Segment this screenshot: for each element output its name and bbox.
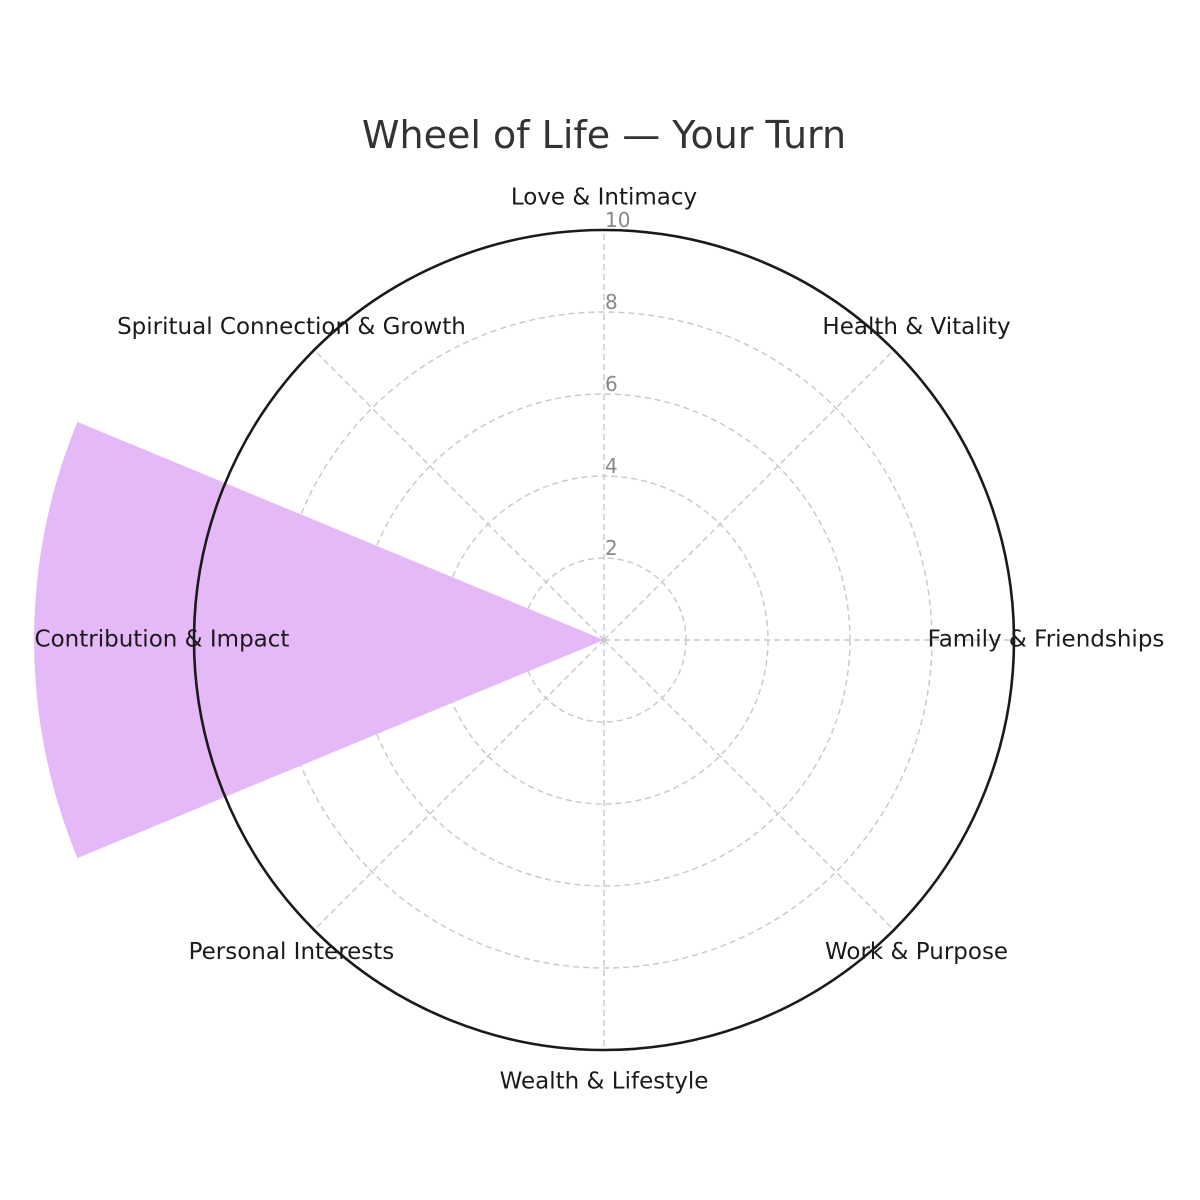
category-label-6: Contribution & Impact <box>35 627 290 653</box>
category-label-0: Love & Intimacy <box>511 185 697 211</box>
spoke-3 <box>603 639 895 931</box>
bar-layer <box>34 421 604 859</box>
category-label-3: Work & Purpose <box>825 939 1008 965</box>
tick-label-8: 8 <box>605 290 618 314</box>
category-label-7: Spiritual Connection & Growth <box>117 314 466 340</box>
category-label-1: Health & Vitality <box>822 314 1010 340</box>
spoke-5 <box>313 639 605 931</box>
tick-label-6: 6 <box>605 372 618 396</box>
radial-tick-labels: 2 4 6 8 10 <box>605 208 630 560</box>
tick-label-2: 2 <box>605 536 618 560</box>
tick-label-10: 10 <box>605 208 630 232</box>
outer-ring-layer <box>192 228 1016 1052</box>
tick-label-4: 4 <box>605 454 618 478</box>
chart-title: Wheel of Life — Your Turn <box>362 113 846 157</box>
outer-ring <box>192 228 1016 1052</box>
category-label-4: Wealth & Lifestyle <box>500 1069 709 1095</box>
category-label-5: Personal Interests <box>189 939 395 965</box>
category-label-2: Family & Friendships <box>928 627 1165 653</box>
spoke-1 <box>603 349 895 641</box>
spoke-7 <box>313 349 605 641</box>
bar-6 <box>34 421 604 859</box>
